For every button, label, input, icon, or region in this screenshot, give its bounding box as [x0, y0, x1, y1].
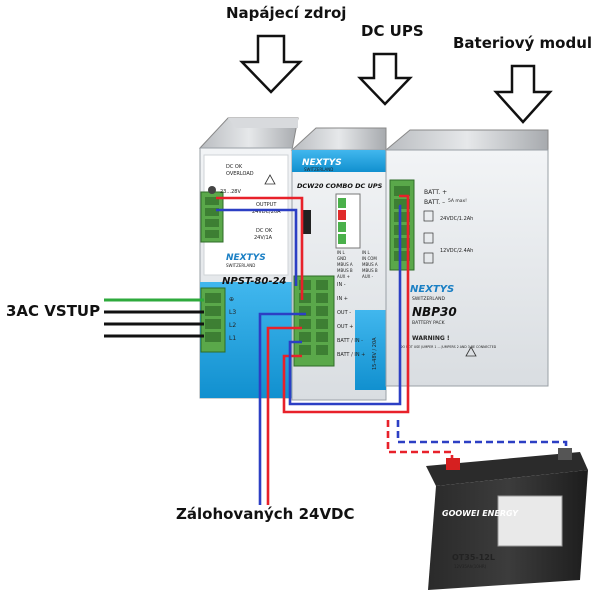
- ups-signal: MBUS B: [337, 268, 353, 273]
- psu-adjust: 23...28V: [220, 189, 241, 195]
- ups-signal: MBUS A: [337, 262, 353, 267]
- battery-spec: 12V35Ah(10HR): [454, 564, 487, 569]
- ups-term-in-plus: IN +: [337, 296, 348, 302]
- arrow-battery-icon: [493, 64, 553, 124]
- bp-batt-plus: BATT. +: [424, 189, 447, 196]
- adjust-knob-icon[interactable]: [208, 186, 216, 194]
- ups-signal-labels: IN L GND MBUS A MBUS B AUX + IN L IN COM…: [337, 250, 378, 279]
- backed-output-label: Zálohovaných 24VDC: [176, 505, 355, 523]
- dc-wiring: [216, 194, 568, 505]
- ac-input-wires: [104, 298, 204, 338]
- ups-signal: IN L: [337, 250, 345, 255]
- ups-term-out-plus: OUT +: [337, 324, 353, 330]
- arrow-ups-icon: [357, 52, 413, 106]
- battery-negative-terminal-icon: [558, 448, 572, 460]
- battery-positive-terminal-icon: [446, 458, 460, 470]
- psu-output-title: OUTPUT: [256, 202, 277, 208]
- dc-ups-label: DC UPS: [361, 22, 424, 40]
- bp-brand-sub: SWITZERLAND: [412, 296, 445, 302]
- ups-signal: GND: [337, 256, 346, 261]
- battery-brand: GOOWEI ENERGY: [442, 509, 519, 518]
- ups-signal: MBUS A: [362, 262, 378, 267]
- battery-pack-unit: BATT. + BATT. – 5A max! 24VDC/1.2Ah 12VD…: [384, 129, 549, 387]
- bp-brand: NEXTYS: [410, 284, 454, 295]
- ups-model: DCW20 COMBO DC UPS: [297, 182, 383, 190]
- ups-term-in-minus: IN -: [337, 282, 346, 288]
- usb-port-icon[interactable]: [303, 210, 311, 234]
- bp-opt2: 12VDC/2.4Ah: [440, 248, 473, 254]
- battery-module-label: Bateriový modul: [453, 34, 593, 52]
- psu-dcok-rating: 24V/1A: [254, 235, 273, 241]
- ups-signal: AUX +: [337, 274, 350, 279]
- psu-dcok-title: DC OK: [256, 228, 273, 234]
- bp-batt-minus: BATT. –: [424, 199, 445, 206]
- bp-warning-title: WARNING !: [412, 335, 450, 342]
- psu-term-pe: ⊕: [229, 296, 234, 303]
- ups-term-batt-minus: BATT / IN -: [337, 338, 363, 344]
- psu-brand: NEXTYS: [226, 253, 266, 263]
- ac-input-label: 3AC VSTUP: [6, 302, 101, 320]
- lead-acid-battery: GOOWEI ENERGY OT35-12L 12V35Ah(10HR): [426, 448, 588, 590]
- psu-led-overload: OVERLOAD: [226, 171, 254, 177]
- psu-led-dcok: DC OK: [226, 164, 243, 170]
- psu-term-l1: L1: [229, 335, 236, 342]
- ups-signal: IN L: [362, 250, 370, 255]
- bp-max: 5A max!: [448, 198, 467, 204]
- psu-brand-sub: SWITZERLAND: [226, 263, 255, 268]
- ups-signal: AUX -: [362, 274, 374, 279]
- battery-model: OT35-12L: [452, 553, 495, 562]
- bp-warning-text: DO NOT USE JUMPER 1 ... JUMPERS 2 AND 3 …: [400, 345, 497, 349]
- psu-term-l2: L2: [229, 322, 236, 329]
- psu-model: NPST-80-24: [222, 276, 286, 287]
- ups-term-out-minus: OUT -: [337, 310, 351, 316]
- power-supply-label: Napájecí zdroj: [226, 4, 347, 22]
- bp-warning-icon: [465, 346, 477, 357]
- ups-signal: IN COM: [362, 256, 377, 261]
- arrow-psu-icon: [239, 34, 303, 94]
- bp-subtitle: BATTERY PACK: [412, 320, 446, 326]
- bp-opt1: 24VDC/1.2Ah: [440, 216, 473, 222]
- psu-output-rating: 24VDC/20A: [252, 209, 281, 215]
- ups-rating: 15-48V / 20A: [372, 337, 378, 370]
- warning-icon: [264, 174, 276, 185]
- ups-signal: MBUS B: [362, 268, 378, 273]
- ups-term-batt-plus: BATT / IN +: [337, 352, 365, 358]
- power-supply-unit: DC OK OVERLOAD 23...28V OUTPUT 24VDC/20A…: [198, 117, 299, 399]
- ups-brand-sub: SWITZERLAND: [304, 167, 333, 172]
- bp-model: NBP30: [412, 305, 457, 319]
- psu-input-terminal-labels: ⊕ L3 L2 L1: [229, 296, 236, 342]
- psu-term-l3: L3: [229, 309, 236, 316]
- ups-input-terminal-labels: IN - IN + OUT - OUT + BATT / IN - BATT /…: [337, 282, 365, 358]
- dc-ups-unit: NEXTYS SWITZERLAND DCW20 COMBO DC UPS IN…: [290, 127, 387, 401]
- ups-brand: NEXTYS: [302, 158, 342, 168]
